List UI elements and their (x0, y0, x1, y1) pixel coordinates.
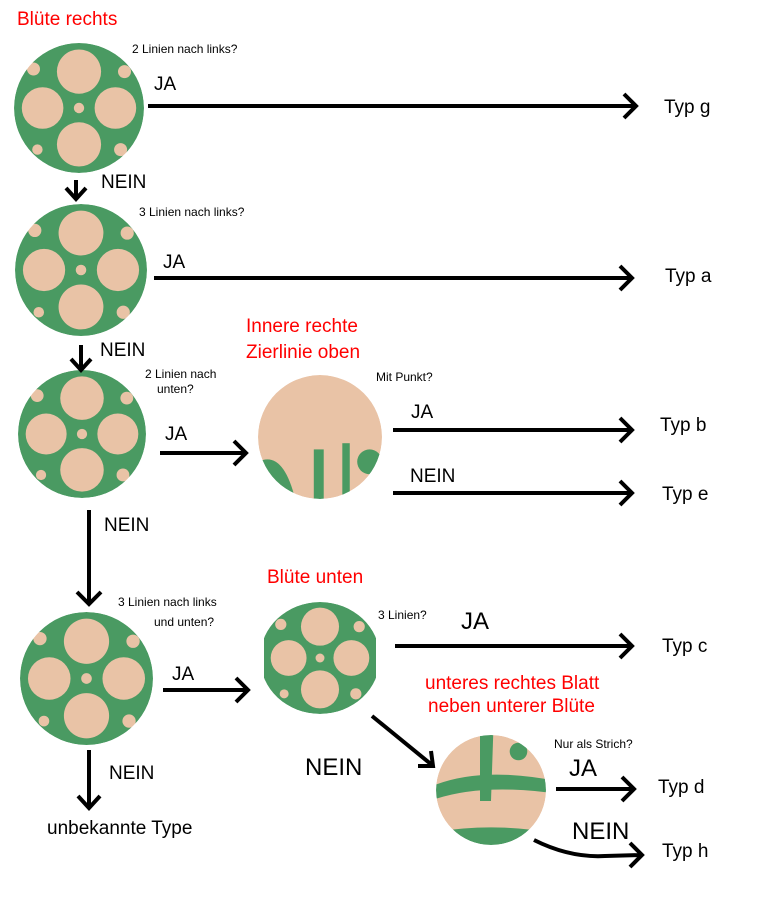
result-typ-d: Typ d (658, 777, 705, 798)
arrow-q3-nein (75, 510, 103, 607)
arrow-q7-nein (533, 838, 645, 869)
answer-q6-nein: NEIN (305, 754, 363, 781)
heading-unteres-blatt-line2: neben unterer Blüte (428, 696, 595, 717)
question-5-line1: 3 Linien nach links (118, 595, 217, 609)
arrow-q6-nein (370, 714, 436, 768)
answer-q3-nein: NEIN (104, 515, 150, 536)
arrow-q5-ja (163, 676, 251, 704)
heading-innere-zierlinie-line2: Zierlinie oben (246, 342, 361, 363)
answer-q4-nein: NEIN (410, 466, 456, 487)
answer-q5-nein: NEIN (109, 763, 155, 784)
answer-q2-ja: JA (163, 252, 186, 273)
heading-bluete-unten: Blüte unten (267, 567, 364, 588)
question-3-line2: unten? (157, 382, 194, 396)
result-typ-c: Typ c (662, 636, 708, 657)
heading-bluete-rechts: Blüte rechts (17, 9, 118, 30)
answer-q7-ja: JA (569, 755, 598, 782)
heading-innere-zierlinie-line1: Innere rechte (246, 316, 358, 337)
answer-q3-ja: JA (165, 424, 188, 445)
result-typ-h: Typ h (662, 841, 709, 862)
answer-q2-nein: NEIN (100, 340, 146, 361)
question-3-line1: 2 Linien nach (145, 367, 217, 381)
arrow-q1-ja (148, 92, 639, 120)
arrow-q3-ja (160, 439, 249, 467)
stamp-zierlinie-oben (258, 375, 382, 499)
result-typ-b: Typ b (660, 415, 707, 436)
arrow-q6-ja (395, 632, 635, 660)
arrow-q4-nein (393, 479, 635, 507)
answer-q7-nein: NEIN (572, 818, 630, 845)
heading-unteres-blatt-line1: unteres rechtes Blatt (425, 673, 600, 694)
stamp-bluete-rechts-4 (20, 612, 153, 745)
question-4: Mit Punkt? (376, 370, 433, 384)
result-typ-g: Typ g (664, 97, 711, 118)
answer-q5-ja: JA (172, 664, 195, 685)
result-typ-e: Typ e (662, 484, 709, 505)
stamp-bluete-rechts-3 (18, 370, 146, 498)
arrow-q2-ja (154, 264, 635, 292)
question-5-line2: und unten? (154, 615, 215, 629)
arrow-q2-nein (69, 345, 93, 373)
stamp-bluete-rechts-1 (14, 43, 144, 173)
answer-q1-nein: NEIN (101, 172, 147, 193)
question-7: Nur als Strich? (554, 737, 633, 751)
arrow-q5-nein (76, 750, 102, 811)
result-unbekannte-type: unbekannte Type (47, 818, 193, 839)
stamp-unteres-blatt (436, 735, 546, 845)
answer-q4-ja: JA (411, 402, 434, 423)
question-6: 3 Linien? (378, 608, 427, 622)
arrow-q4-ja (393, 416, 635, 444)
answer-q6-ja: JA (461, 608, 490, 635)
arrow-q1-nein (64, 180, 88, 202)
stamp-bluete-unten (260, 602, 380, 714)
answer-q1-ja: JA (154, 74, 177, 95)
stamp-bluete-rechts-2 (15, 204, 147, 336)
arrow-q7-ja (556, 775, 637, 803)
question-2: 3 Linien nach links? (139, 205, 245, 219)
result-typ-a: Typ a (665, 266, 712, 287)
question-1: 2 Linien nach links? (132, 42, 238, 56)
